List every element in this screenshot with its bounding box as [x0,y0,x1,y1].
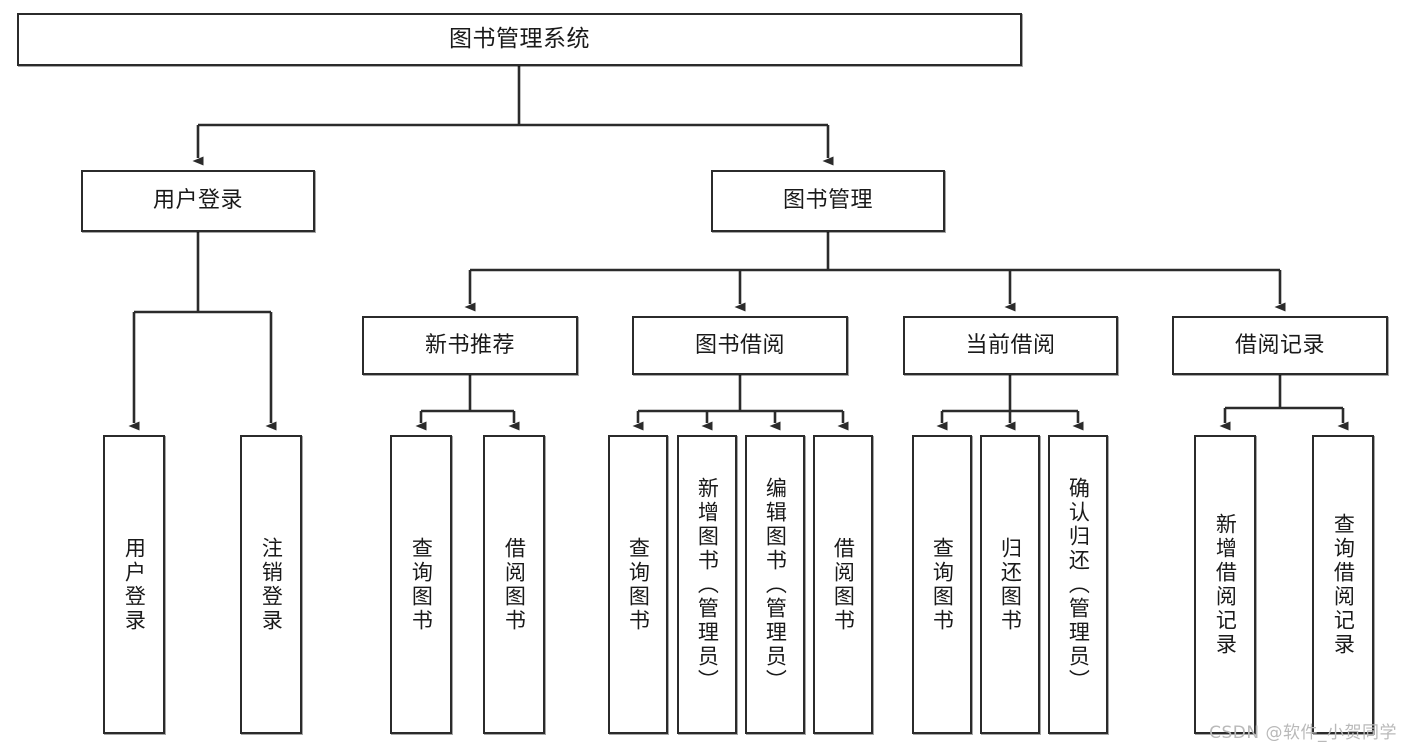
node-leaf-query-book-1[interactable]: 查询图书 [390,435,452,734]
node-label: 借阅记录 [1234,332,1325,358]
node-leaf-confirm-return[interactable]: 确认归还（管理员） [1048,435,1108,734]
node-leaf-edit-book[interactable]: 编辑图书（管理员） [745,435,805,734]
node-leaf-user-login[interactable]: 用户登录 [103,435,165,734]
node-label: 用户登录 [152,188,243,214]
node-borrow-record[interactable]: 借阅记录 [1172,316,1388,375]
node-label: 查询借阅记录 [1331,512,1356,657]
node-label: 新增借阅记录 [1213,512,1238,657]
node-leaf-borrow-book-2[interactable]: 借阅图书 [813,435,873,734]
watermark: CSDN @软件_小贺同学 [1209,723,1397,743]
node-leaf-add-borrow-record[interactable]: 新增借阅记录 [1194,435,1256,734]
node-new-book-recommend[interactable]: 新书推荐 [362,316,578,375]
node-user-login[interactable]: 用户登录 [81,170,315,232]
node-leaf-logout[interactable]: 注销登录 [240,435,302,734]
node-label: 注销登录 [259,536,284,633]
node-current-borrow[interactable]: 当前借阅 [903,316,1118,375]
node-leaf-return-book[interactable]: 归还图书 [980,435,1040,734]
node-label: 编辑图书（管理员） [763,476,788,693]
node-root-system[interactable]: 图书管理系统 [17,13,1022,66]
node-label: 归还图书 [998,536,1023,633]
node-leaf-query-borrow-record[interactable]: 查询借阅记录 [1312,435,1374,734]
node-label: 借阅图书 [831,536,856,633]
node-leaf-query-book-3[interactable]: 查询图书 [912,435,972,734]
node-label: 图书管理系统 [449,25,590,52]
node-label: 确认归还（管理员） [1066,476,1091,693]
node-book-borrow[interactable]: 图书借阅 [632,316,848,375]
node-label: 新增图书（管理员） [695,476,720,693]
node-label: 借阅图书 [502,536,527,633]
node-leaf-add-book[interactable]: 新增图书（管理员） [677,435,737,734]
node-label: 当前借阅 [965,332,1056,358]
node-label: 查询图书 [409,536,434,633]
node-label: 图书管理 [782,188,873,214]
node-label: 图书借阅 [694,332,785,358]
node-leaf-query-book-2[interactable]: 查询图书 [608,435,668,734]
node-label: 用户登录 [122,536,147,633]
node-label: 新书推荐 [424,332,515,358]
node-label: 查询图书 [626,536,651,633]
node-leaf-borrow-book-1[interactable]: 借阅图书 [483,435,545,734]
node-label: 查询图书 [930,536,955,633]
node-book-management[interactable]: 图书管理 [711,170,945,232]
